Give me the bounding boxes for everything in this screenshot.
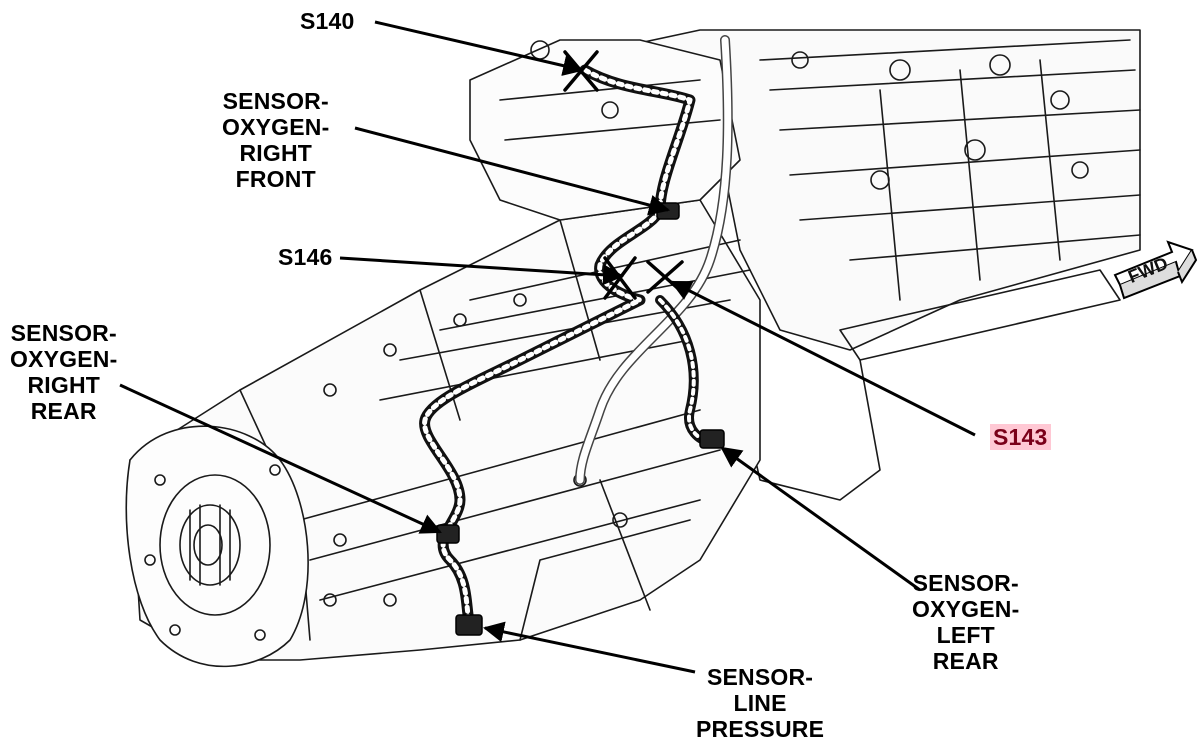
label-s146: S146 xyxy=(278,244,333,270)
connectors xyxy=(436,202,725,636)
leader-o2-left-rear xyxy=(720,446,921,592)
label-line-pressure-sensor: SENSOR- LINE PRESSURE xyxy=(696,664,825,742)
label-s140: S140 xyxy=(300,8,355,34)
label-oxygen-sensor-right-front: SENSOR- OXYGEN- RIGHT FRONT xyxy=(222,88,330,192)
leader-o2-right-front xyxy=(354,126,671,216)
leader-s140 xyxy=(374,20,585,76)
label-oxygen-sensor-right-rear: SENSOR- OXYGEN- RIGHT REAR xyxy=(10,320,118,424)
leader-line-pressure xyxy=(482,621,696,674)
label-oxygen-sensor-left-rear: SENSOR- OXYGEN- LEFT REAR xyxy=(912,570,1020,674)
output-housing xyxy=(125,425,309,668)
label-s143: S143 xyxy=(990,424,1051,450)
leader-lines xyxy=(119,20,976,674)
leader-s146 xyxy=(339,256,625,286)
wiring-harness xyxy=(419,64,715,631)
leader-o2-right-rear xyxy=(119,383,442,534)
leader-s143 xyxy=(670,280,976,437)
exhaust-tube xyxy=(575,35,733,485)
